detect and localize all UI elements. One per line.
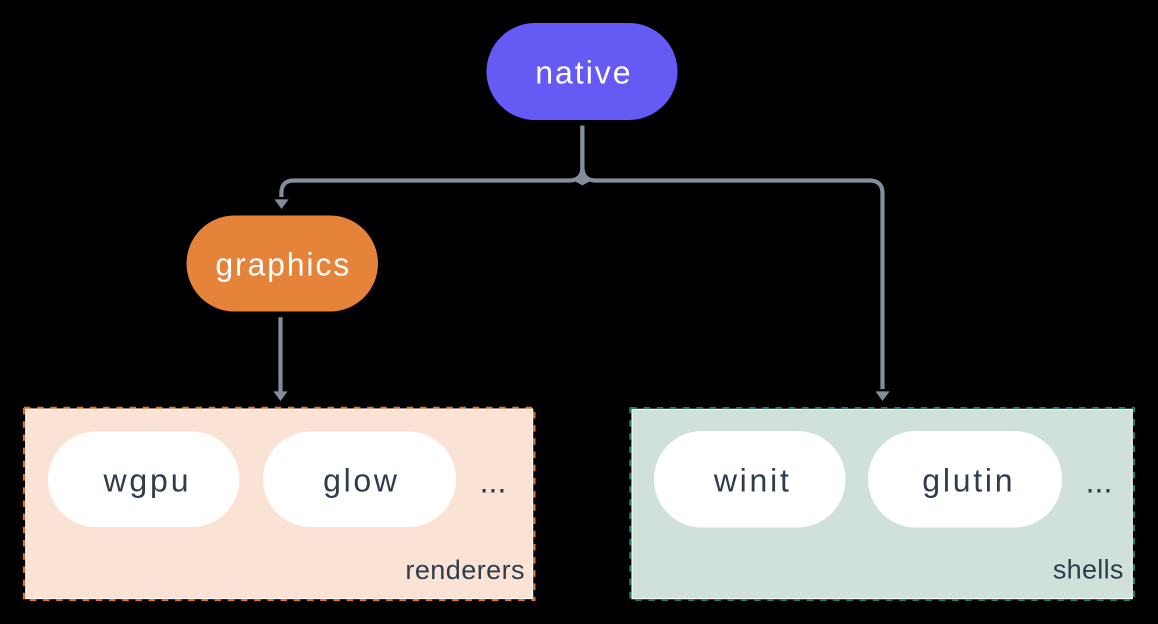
svg-text:renderers: renderers: [405, 555, 525, 585]
svg-text:winit: winit: [713, 462, 792, 498]
svg-text:glutin: glutin: [922, 462, 1015, 498]
svg-text:...: ...: [1086, 463, 1113, 499]
svg-text:native: native: [535, 55, 632, 91]
svg-text:graphics: graphics: [215, 246, 351, 282]
svg-text:shells: shells: [1053, 555, 1124, 585]
svg-text:glow: glow: [323, 462, 400, 498]
svg-text:wgpu: wgpu: [102, 462, 191, 498]
svg-text:...: ...: [480, 463, 507, 499]
